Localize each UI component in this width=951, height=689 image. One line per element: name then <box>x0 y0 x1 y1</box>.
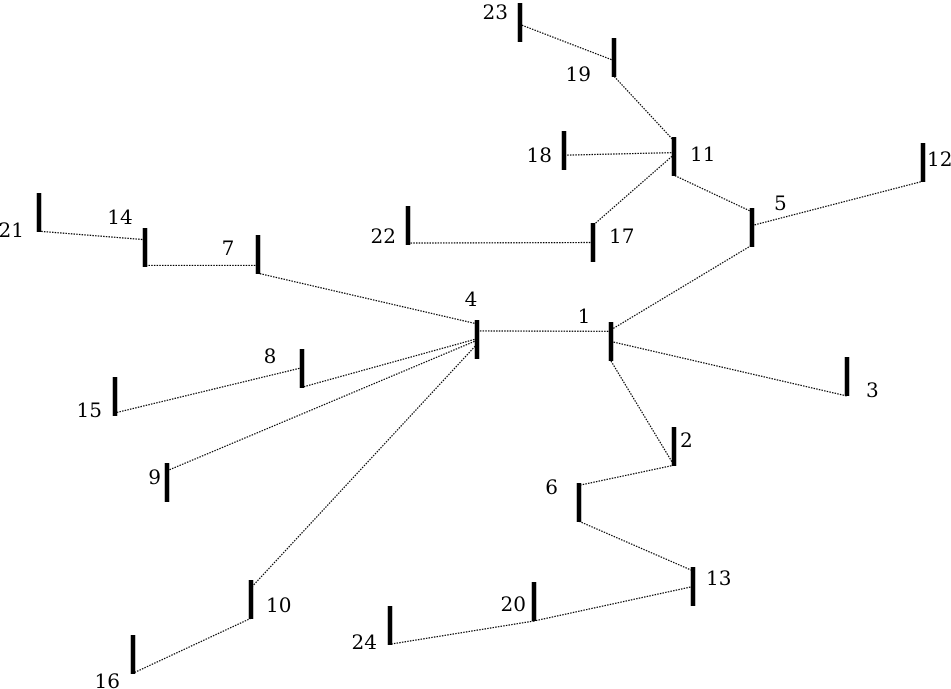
branch-1-2 <box>610 360 675 466</box>
branch-11-18 <box>563 152 675 156</box>
branch-14-21 <box>38 230 146 241</box>
branch-1-3 <box>610 340 848 397</box>
branch-1-5 <box>610 244 753 331</box>
bus-label-5: 5 <box>774 191 787 215</box>
branch-19-23 <box>519 23 615 62</box>
bus-label-8: 8 <box>264 344 277 368</box>
branch-6-13 <box>578 520 694 572</box>
branch-11-19 <box>613 75 675 142</box>
bus-label-3: 3 <box>866 378 879 402</box>
branch-8-15 <box>114 367 303 414</box>
bus-label-16: 16 <box>95 669 120 689</box>
branch-4-7 <box>257 272 478 325</box>
bus-label-22: 22 <box>371 224 396 248</box>
bus-label-23: 23 <box>483 0 508 24</box>
buses-layer <box>36 3 926 674</box>
bus-label-19: 19 <box>566 62 591 86</box>
branch-4-9 <box>166 339 478 472</box>
branch-20-24 <box>389 620 535 645</box>
branch-5-11 <box>673 174 753 213</box>
branch-2-6 <box>578 464 675 486</box>
bus-label-4: 4 <box>465 287 478 311</box>
branch-13-20 <box>533 585 694 622</box>
branch-10-16 <box>132 617 252 674</box>
branch-4-8 <box>301 338 478 388</box>
bus-label-20: 20 <box>501 592 526 616</box>
bus-label-7: 7 <box>222 236 235 260</box>
bus-label-2: 2 <box>680 428 693 452</box>
bus-label-18: 18 <box>527 143 552 167</box>
branch-17-22 <box>407 241 594 244</box>
bus-label-13: 13 <box>706 566 731 590</box>
bus-label-1: 1 <box>578 304 591 328</box>
branch-4-10 <box>250 343 478 589</box>
edges-layer <box>38 23 924 674</box>
bus-label-10: 10 <box>266 593 291 617</box>
bus-label-11: 11 <box>690 142 715 166</box>
bus-label-14: 14 <box>107 205 132 229</box>
bus-label-15: 15 <box>77 398 102 422</box>
bus-label-6: 6 <box>545 475 558 499</box>
bus-label-17: 17 <box>609 224 634 248</box>
bus-label-21: 21 <box>0 218 24 242</box>
branch-5-12 <box>751 180 924 227</box>
bus-label-24: 24 <box>352 630 377 654</box>
branch-11-17 <box>592 154 675 226</box>
bus-label-12: 12 <box>927 147 951 171</box>
bus-label-9: 9 <box>148 465 161 489</box>
